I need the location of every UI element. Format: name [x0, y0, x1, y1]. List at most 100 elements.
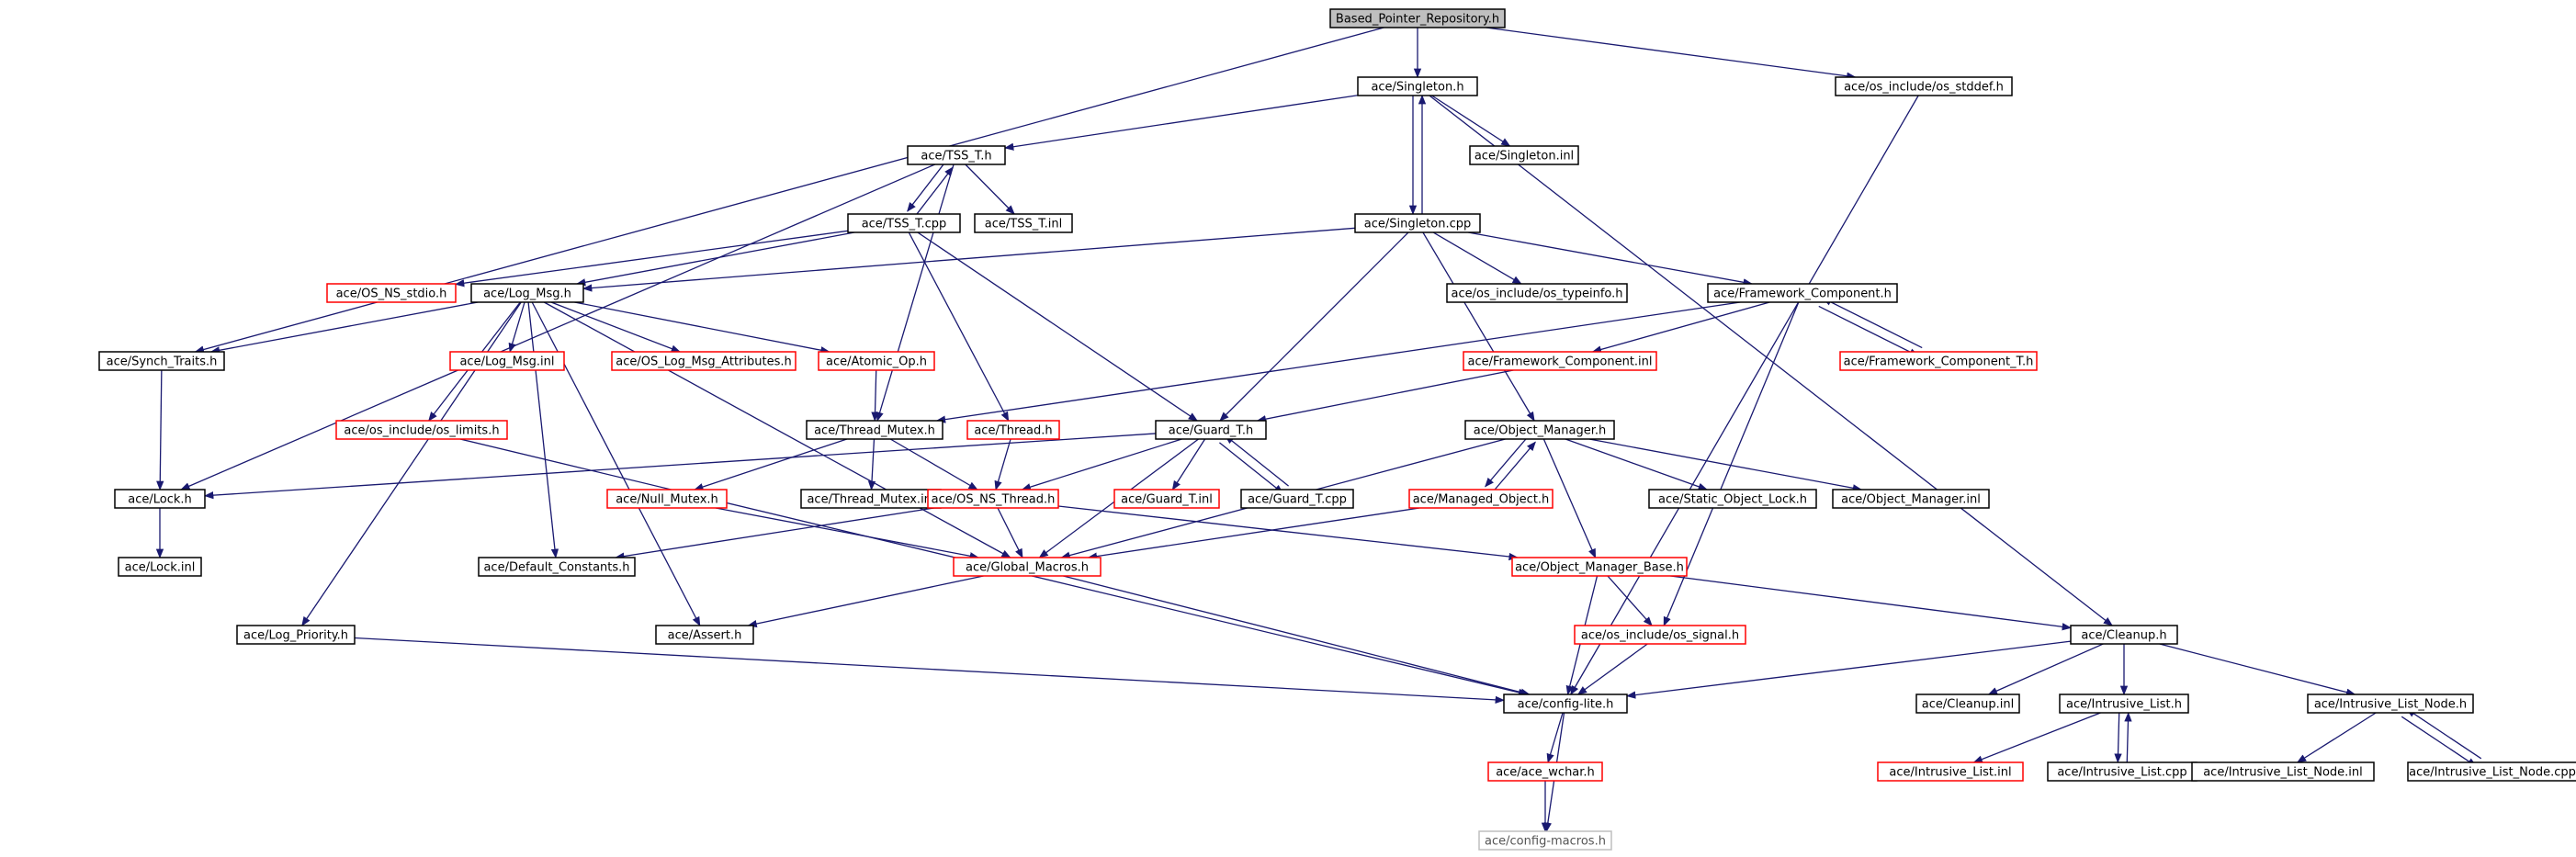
node-log-msg-inl[interactable]: ace/Log_Msg.inl: [449, 351, 565, 371]
node-label: ace/Thread_Mutex.inl: [807, 493, 934, 507]
node-cleanup-inl[interactable]: ace/Cleanup.inl: [1915, 693, 2020, 714]
edge-root-to-os_stddef: [1486, 27, 1857, 80]
node-synch-traits[interactable]: ace/Synch_Traits.h: [98, 351, 225, 371]
node-thread-mutex-h[interactable]: ace/Thread_Mutex.h: [806, 420, 943, 440]
node-box: [1464, 420, 1615, 440]
node-global-macros[interactable]: ace/Global_Macros.h: [953, 557, 1102, 577]
node-tss-t-h[interactable]: ace/TSS_T.h: [907, 145, 1006, 165]
node-guard-t-cpp[interactable]: ace/Guard_T.cpp: [1240, 489, 1354, 509]
node-os-stddef[interactable]: ace/os_include/os_stddef.h: [1835, 76, 2013, 96]
node-box: [1155, 420, 1267, 440]
node-os-signal[interactable]: ace/os_include/os_signal.h: [1574, 625, 1746, 645]
node-label: ace/Object_Manager.inl: [1841, 493, 1981, 507]
node-thread-h[interactable]: ace/Thread.h: [966, 420, 1060, 440]
edge-os_ns_thread-to-default_constants: [615, 507, 934, 560]
node-guard-t-h[interactable]: ace/Guard_T.h: [1155, 420, 1267, 440]
node-config-macros[interactable]: ace/config-macros.h: [1478, 830, 1612, 851]
node-label: ace/Framework_Component.inl: [1467, 355, 1652, 369]
node-atomic-op[interactable]: ace/Atomic_Op.h: [818, 351, 935, 371]
edge-tss_t_h-to-tss_t_inl: [965, 164, 1015, 215]
edge-os_stddef-to-config_lite: [1570, 95, 1919, 695]
node-box: [1877, 761, 2024, 782]
node-label: ace/Intrusive_List_Node.inl: [2203, 766, 2363, 780]
node-os-limits[interactable]: ace/os_include/os_limits.h: [335, 420, 508, 440]
node-tss-t-inl[interactable]: ace/TSS_T.inl: [974, 213, 1073, 233]
node-label: ace/Singleton.inl: [1474, 150, 1574, 164]
edge-log_msg_h-to-assert_h: [531, 301, 701, 626]
node-thread-mutex-inl[interactable]: ace/Thread_Mutex.inl: [800, 489, 942, 509]
node-lock-h[interactable]: ace/Lock.h: [114, 489, 206, 509]
node-box: [1707, 283, 1898, 303]
edge-null_mutex-to-global_macros: [715, 507, 980, 560]
node-fw-comp-inl[interactable]: ace/Framework_Component.inl: [1463, 351, 1657, 371]
node-ace-wchar[interactable]: ace/ace_wchar.h: [1487, 761, 1603, 782]
node-singleton-inl[interactable]: ace/Singleton.inl: [1469, 145, 1579, 165]
node-label: ace/Guard_T.inl: [1121, 493, 1213, 507]
node-intrusive-list-node-cpp[interactable]: ace/Intrusive_List_Node.cpp: [2407, 761, 2576, 782]
node-box: [326, 283, 457, 303]
node-object-manager-h[interactable]: ace/Object_Manager.h: [1464, 420, 1615, 440]
edge-object_manager_h-to-object_manager_inl: [1588, 438, 1863, 492]
node-label: ace/Object_Manager.h: [1474, 424, 1607, 438]
node-intrusive-list-cpp[interactable]: ace/Intrusive_List.cpp: [2047, 761, 2198, 782]
node-label: ace/os_include/os_limits.h: [344, 424, 499, 438]
node-label: ace/config-lite.h: [1518, 698, 1614, 712]
node-singleton-cpp[interactable]: ace/Singleton.cpp: [1354, 213, 1481, 233]
node-box: [966, 420, 1060, 440]
node-tss-t-cpp[interactable]: ace/TSS_T.cpp: [847, 213, 961, 233]
node-object-manager-inl[interactable]: ace/Object_Manager.inl: [1832, 489, 1990, 509]
node-cleanup-h[interactable]: ace/Cleanup.h: [2070, 625, 2178, 645]
edge-object_manager_h-to-managed_object: [1485, 435, 1530, 488]
node-singleton-h[interactable]: ace/Singleton.h: [1357, 76, 1478, 96]
node-box: [2070, 625, 2178, 645]
node-obj-mgr-base[interactable]: ace/Object_Manager_Base.h: [1511, 557, 1688, 577]
node-lock-inl[interactable]: ace/Lock.inl: [118, 557, 202, 577]
node-intrusive-list-h[interactable]: ace/Intrusive_List.h: [2059, 693, 2189, 714]
node-intrusive-list-node-h[interactable]: ace/Intrusive_List_Node.h: [2307, 693, 2474, 714]
edge-root-to-synch_traits: [194, 27, 1384, 354]
node-null-mutex[interactable]: ace/Null_Mutex.h: [606, 489, 728, 509]
edge-fw_comp_t-to-fw_comp_h: [1822, 297, 1923, 349]
edge-thread_h-to-os_ns_thread: [994, 438, 1011, 491]
node-box: [98, 351, 225, 371]
node-os-log-msg-attr[interactable]: ace/OS_Log_Msg_Attributes.h: [611, 351, 797, 371]
node-label: ace/Object_Manager_Base.h: [1515, 561, 1684, 575]
node-log-priority[interactable]: ace/Log_Priority.h: [236, 625, 356, 645]
node-intrusive-list-inl[interactable]: ace/Intrusive_List.inl: [1877, 761, 2024, 782]
node-label: ace/Framework_Component.h: [1713, 288, 1892, 301]
node-log-msg-h[interactable]: ace/Log_Msg.h: [470, 283, 584, 303]
node-label: ace/Intrusive_List_Node.cpp: [2409, 766, 2576, 780]
node-config-lite[interactable]: ace/config-lite.h: [1503, 693, 1628, 714]
node-box: [806, 420, 943, 440]
node-box: [655, 625, 754, 645]
node-static-obj-lock[interactable]: ace/Static_Object_Lock.h: [1648, 489, 1817, 509]
node-default-constants[interactable]: ace/Default_Constants.h: [478, 557, 636, 577]
edge-obj_mgr_base-to-os_signal: [1607, 575, 1653, 626]
node-managed-object[interactable]: ace/Managed_Object.h: [1408, 489, 1554, 509]
node-os-typeinfo[interactable]: ace/os_include/os_typeinfo.h: [1446, 283, 1628, 303]
edge-global_macros-to-config_lite: [1063, 575, 1531, 696]
node-guard-t-inl[interactable]: ace/Guard_T.inl: [1113, 489, 1220, 509]
edge-tss_t_cpp-to-tss_t_h: [914, 166, 954, 218]
node-box: [2191, 761, 2375, 782]
node-box: [114, 489, 206, 509]
node-fw-comp-t[interactable]: ace/Framework_Component_T.h: [1839, 351, 2038, 371]
node-assert-h[interactable]: ace/Assert.h: [655, 625, 754, 645]
edge-log_msg_h-to-os_log_msg_attr: [550, 301, 682, 353]
node-fw-comp-h[interactable]: ace/Framework_Component.h: [1707, 283, 1898, 303]
node-os-ns-stdio[interactable]: ace/OS_NS_stdio.h: [326, 283, 457, 303]
edge-cleanup_h-to-intrusive_list_node_h: [2159, 643, 2356, 696]
node-label: ace/Intrusive_List.h: [2066, 698, 2182, 712]
edge-log_msg_h-to-log_priority: [301, 301, 522, 626]
node-label: ace/OS_NS_Thread.h: [932, 493, 1056, 507]
node-box: [611, 351, 797, 371]
node-label: ace/os_include/os_typeinfo.h: [1452, 288, 1623, 301]
edge-singleton_cpp-to-os_typeinfo: [1432, 231, 1522, 285]
node-intrusive-list-node-inl[interactable]: ace/Intrusive_List_Node.inl: [2191, 761, 2375, 782]
node-label: ace/Log_Msg.inl: [459, 355, 554, 369]
node-os-ns-thread[interactable]: ace/OS_NS_Thread.h: [927, 489, 1059, 509]
edge-intrusive_list_cpp-to-intrusive_list_h: [2124, 712, 2132, 763]
node-label: ace/Log_Priority.h: [243, 629, 348, 643]
edge-guard_t_h-to-guard_t_inl: [1171, 438, 1206, 491]
